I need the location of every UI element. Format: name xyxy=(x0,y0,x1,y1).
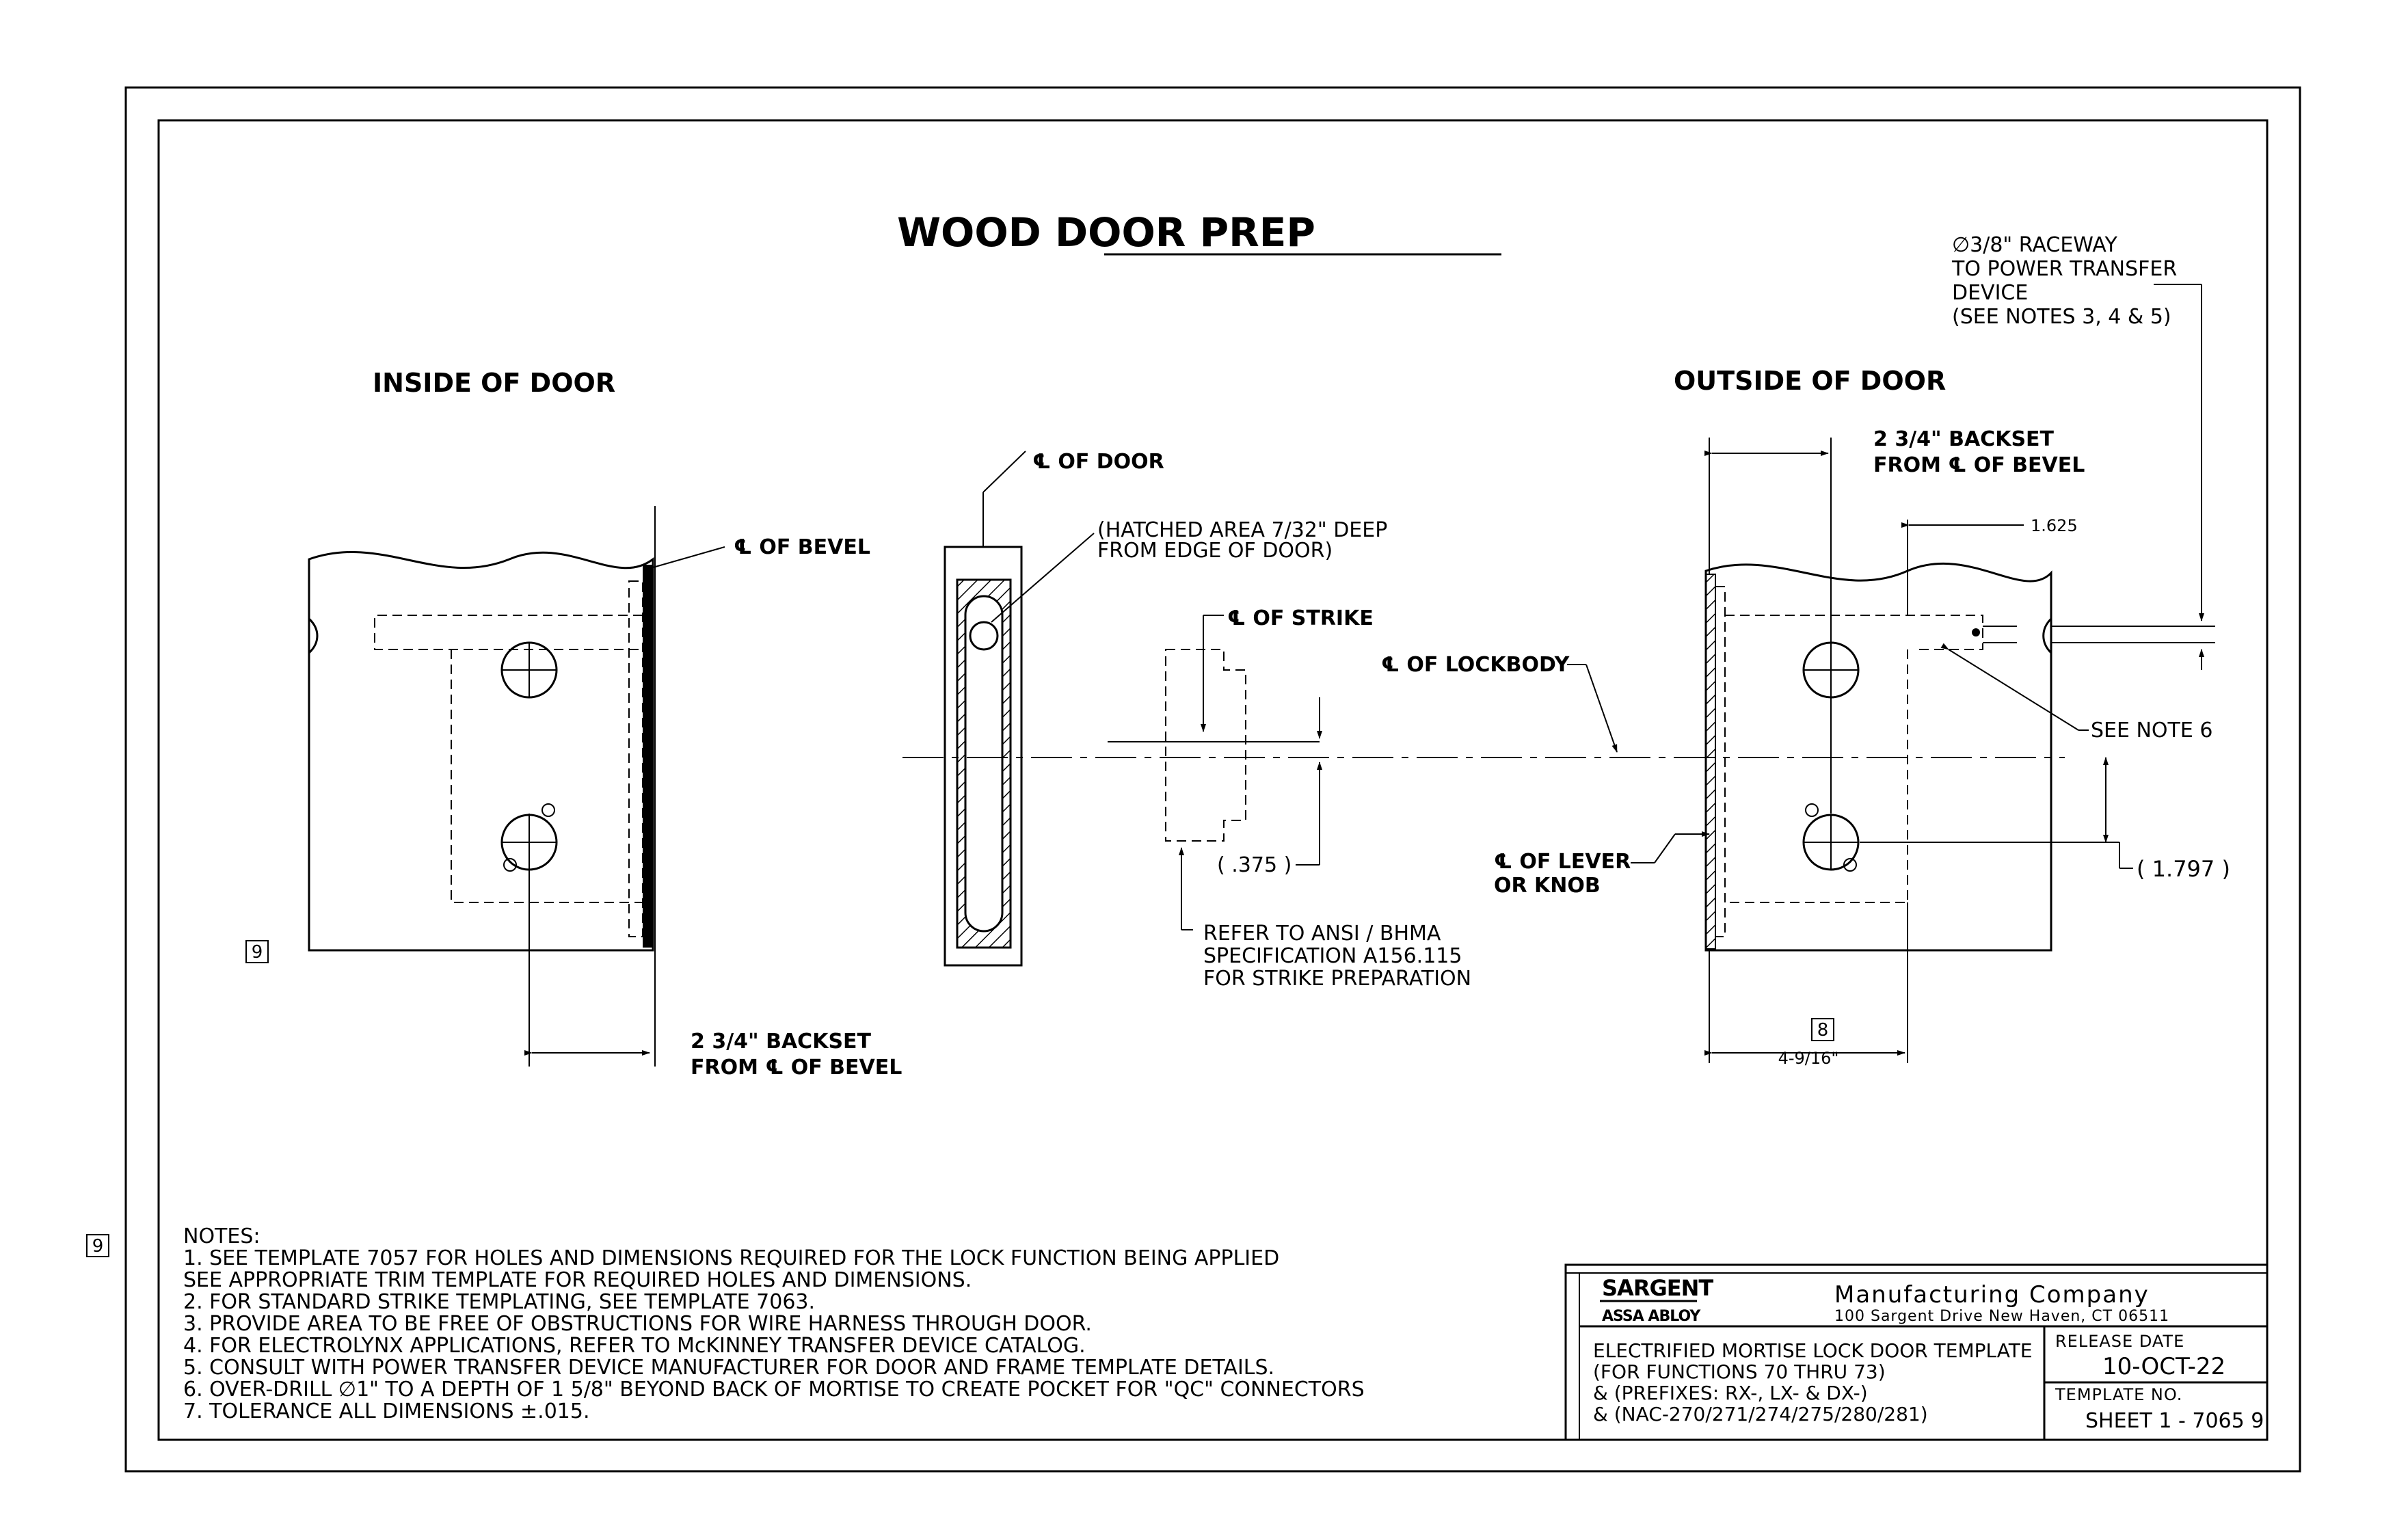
brand-logo: SARGENT xyxy=(1602,1275,1713,1301)
refer-line1: REFER TO ANSI / BHMA xyxy=(1203,922,1441,946)
backset-inside-line2: FROM ℄ OF BEVEL xyxy=(691,1056,902,1080)
box-9-margin-text: 9 xyxy=(92,1236,104,1257)
description-line: & (PREFIXES: RX-, LX- & DX-) xyxy=(1593,1382,1868,1404)
cl-of-strike-label: ℄ OF STRIKE xyxy=(1227,606,1374,630)
note-line: 6. OVER-DRILL ∅1" TO A DEPTH OF 1 5/8" B… xyxy=(183,1378,1365,1402)
company-address: 100 Sargent Drive New Haven, CT 06511 xyxy=(1834,1308,2169,1325)
backset-inside-line1: 2 3/4" BACKSET xyxy=(691,1030,872,1054)
dim-4-9-16: 4-9/16" xyxy=(1778,1049,1839,1068)
box-8-text: 8 xyxy=(1817,1020,1829,1041)
inside-door-view xyxy=(308,506,725,1067)
box-8 xyxy=(1811,1018,1834,1041)
box-9-margin xyxy=(86,1234,109,1257)
door-edge-view xyxy=(944,451,1095,967)
note-line: 2. FOR STANDARD STRIKE TEMPLATING, SEE T… xyxy=(183,1290,815,1314)
refer-line2: SPECIFICATION A156.115 xyxy=(1203,944,1462,968)
cl-of-lockbody-label: ℄ OF LOCKBODY xyxy=(1381,653,1570,677)
inside-view-label: INSIDE OF DOOR xyxy=(373,368,615,398)
notes-heading: NOTES: xyxy=(183,1224,260,1248)
description-line: (FOR FUNCTIONS 70 THRU 73) xyxy=(1593,1360,1886,1383)
raceway-line3: DEVICE xyxy=(1952,281,2028,305)
cl-lever-line2: OR KNOB xyxy=(1494,874,1601,898)
template-no-value: SHEET 1 - 7065 9 xyxy=(2085,1409,2264,1433)
note-line: 4. FOR ELECTROLYNX APPLICATIONS, REFER T… xyxy=(183,1334,1086,1358)
hatched-note-line1: (HATCHED AREA 7/32" DEEP xyxy=(1097,518,1387,542)
strike-view xyxy=(1108,615,1322,930)
box-9-inside xyxy=(245,940,269,963)
drawing-title: WOOD DOOR PREP xyxy=(897,209,1315,256)
description-line: ELECTRIFIED MORTISE LOCK DOOR TEMPLATE xyxy=(1593,1339,2033,1362)
description-line: & (NAC-270/271/274/275/280/281) xyxy=(1593,1403,1928,1425)
see-note-6: SEE NOTE 6 xyxy=(2091,719,2212,742)
cl-lever-line1: ℄ OF LEVER xyxy=(1494,850,1631,874)
template-no-label: TEMPLATE NO. xyxy=(2055,1385,2182,1404)
outside-view-label: OUTSIDE OF DOOR xyxy=(1674,366,1946,396)
notes-section: NOTES: 1. SEE TEMPLATE 7057 FOR HOLES AN… xyxy=(183,1224,1365,1423)
raceway-line4: (SEE NOTES 3, 4 & 5) xyxy=(1952,305,2171,329)
cl-of-door-label: ℄ OF DOOR xyxy=(1032,450,1164,474)
dim-1797: ( 1.797 ) xyxy=(2137,856,2230,882)
note-line: 3. PROVIDE AREA TO BE FREE OF OBSTRUCTIO… xyxy=(183,1312,1092,1336)
sub-brand-logo: ASSA ABLOY xyxy=(1602,1308,1701,1325)
outside-door-view xyxy=(1631,284,2215,1063)
box-9-inside-text: 9 xyxy=(252,942,263,963)
hatched-note-line2: FROM EDGE OF DOOR) xyxy=(1097,539,1333,563)
strike-dimension: ( .375 ) xyxy=(1217,853,1292,877)
release-date-value: 10-OCT-22 xyxy=(2102,1353,2225,1380)
release-date-label: RELEASE DATE xyxy=(2055,1332,2184,1351)
title-block: SARGENT ASSA ABLOY Manufacturing Company… xyxy=(1564,1263,2269,1441)
note-line: 1. SEE TEMPLATE 7057 FOR HOLES AND DIMEN… xyxy=(183,1246,1279,1270)
backset-outside-line2: FROM ℄ OF BEVEL xyxy=(1873,453,2085,477)
note-line: SEE APPROPRIATE TRIM TEMPLATE FOR REQUIR… xyxy=(183,1268,972,1292)
company-name: Manufacturing Company xyxy=(1834,1281,2150,1309)
refer-line3: FOR STRIKE PREPARATION xyxy=(1203,967,1471,991)
inner-border xyxy=(157,119,2269,1441)
note-line: 7. TOLERANCE ALL DIMENSIONS ±.015. xyxy=(183,1399,590,1423)
backset-outside-line1: 2 3/4" BACKSET xyxy=(1873,427,2055,451)
cl-of-bevel-label: ℄ OF BEVEL xyxy=(734,535,870,559)
raceway-line2: TO POWER TRANSFER xyxy=(1951,257,2177,281)
raceway-line1: ∅3/8" RACEWAY xyxy=(1952,233,2117,257)
dim-1625: 1.625 xyxy=(2031,516,2078,535)
outer-border xyxy=(124,86,2301,1473)
note-line: 5. CONSULT WITH POWER TRANSFER DEVICE MA… xyxy=(183,1356,1274,1380)
